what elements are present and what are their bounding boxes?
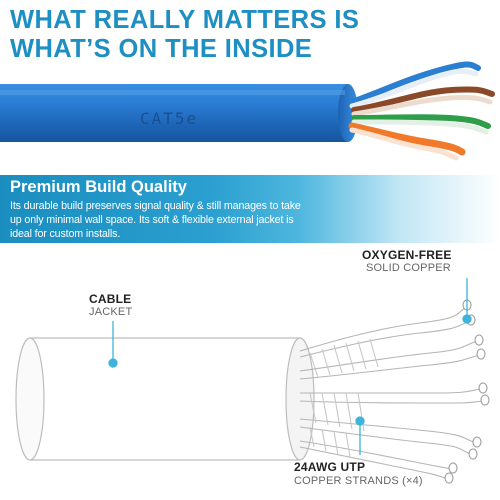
- header-band: [0, 0, 500, 68]
- strands-callout-dot: [355, 416, 365, 426]
- build-quality-panel: Premium Build Quality Its durable build …: [0, 175, 500, 243]
- cable-diagram: [15, 278, 490, 484]
- jacket-callout-dot: [108, 358, 118, 368]
- headline-line-2: WHAT’S ON THE INSIDE: [10, 35, 313, 63]
- headline-line-1: WHAT REALLY MATTERS IS: [10, 6, 360, 34]
- copper-callout-subtitle: SOLID COPPER: [366, 262, 451, 274]
- copper-callout-title: OXYGEN-FREE: [362, 248, 452, 262]
- jacket-callout-title: CABLE: [89, 292, 132, 306]
- diagram-jacket: [15, 337, 315, 461]
- callout-lines: [108, 278, 472, 455]
- twisted-pairs: [348, 61, 495, 161]
- cable-jacket: [0, 84, 358, 142]
- build-quality-description: Its durable build preserves signal quali…: [10, 200, 301, 240]
- cable-print-text: CAT5e: [140, 109, 198, 128]
- strands-callout-subtitle: COPPER STRANDS (×4): [294, 475, 423, 487]
- diagram-wires: [299, 306, 485, 480]
- build-quality-title: Premium Build Quality: [10, 178, 187, 196]
- jacket-callout-subtitle: JACKET: [89, 306, 133, 318]
- copper-callout-dot: [462, 314, 472, 324]
- strands-callout-title: 24AWG UTP: [294, 460, 366, 474]
- cable-photo: CAT5e: [0, 61, 495, 161]
